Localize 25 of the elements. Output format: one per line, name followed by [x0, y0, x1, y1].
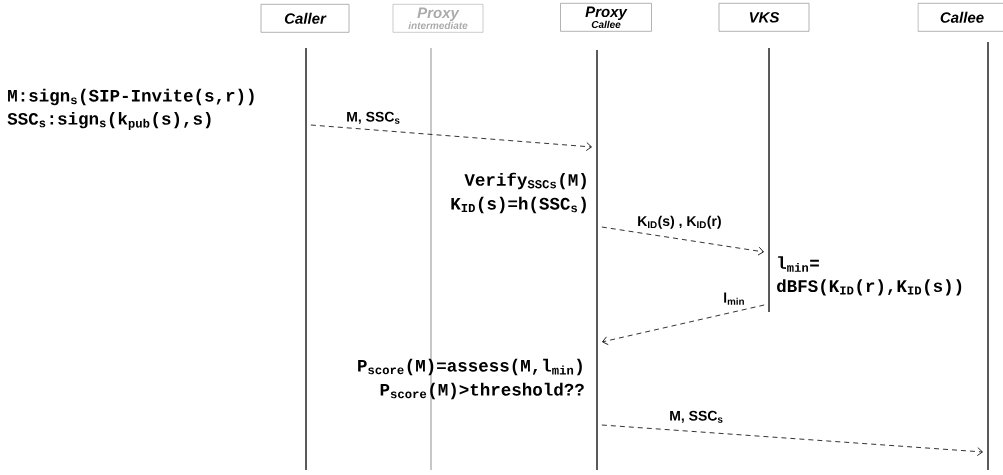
- lifeline: [596, 50, 598, 470]
- note-text: P$_{score}$(M)=assess(M,l$_{min}$): [358, 358, 582, 376]
- message-arrow: [601, 424, 983, 456]
- message-arrow: [602, 304, 765, 346]
- edge-label: M, SSC$_{s}$: [347, 111, 400, 124]
- lifeline: [430, 48, 432, 470]
- message-arrow: [310, 124, 592, 151]
- edge-label: M, SSC$_{s}$: [670, 410, 723, 423]
- note-text: K$_{ID}$(s)=h(SSC$_{s}$): [451, 196, 586, 214]
- lifeline: [305, 48, 307, 470]
- edge-label: K$_{ID}$(s) , K$_{ID}$(r): [638, 215, 721, 229]
- note-text: M:sign$_{s}$(SIP-Invite(s,r)): [8, 88, 254, 106]
- participant-box: Proxy intermediate: [392, 4, 484, 33]
- edge-label: l$_{min}$: [724, 292, 744, 305]
- participant-box: Callee: [917, 3, 1003, 32]
- lifeline: [768, 48, 770, 312]
- participant-box: VKS: [718, 3, 810, 32]
- participant-box: Proxy Callee: [560, 3, 652, 32]
- note-text: SSC$_{s}$:sign$_{s}$(k$_{pub}$(s),s): [7, 111, 211, 131]
- participant-box: Caller: [260, 4, 350, 33]
- note-text: Verify$_{SSCs}$(M): [464, 172, 586, 190]
- lifeline: [987, 42, 989, 470]
- note-text: P$_{score}$(M)>threshold??: [380, 382, 584, 400]
- message-arrow: [601, 226, 764, 256]
- note-text: l$_{min}$= dBFS(K$_{ID}$(r),K$_{ID}$(s)): [777, 256, 962, 296]
